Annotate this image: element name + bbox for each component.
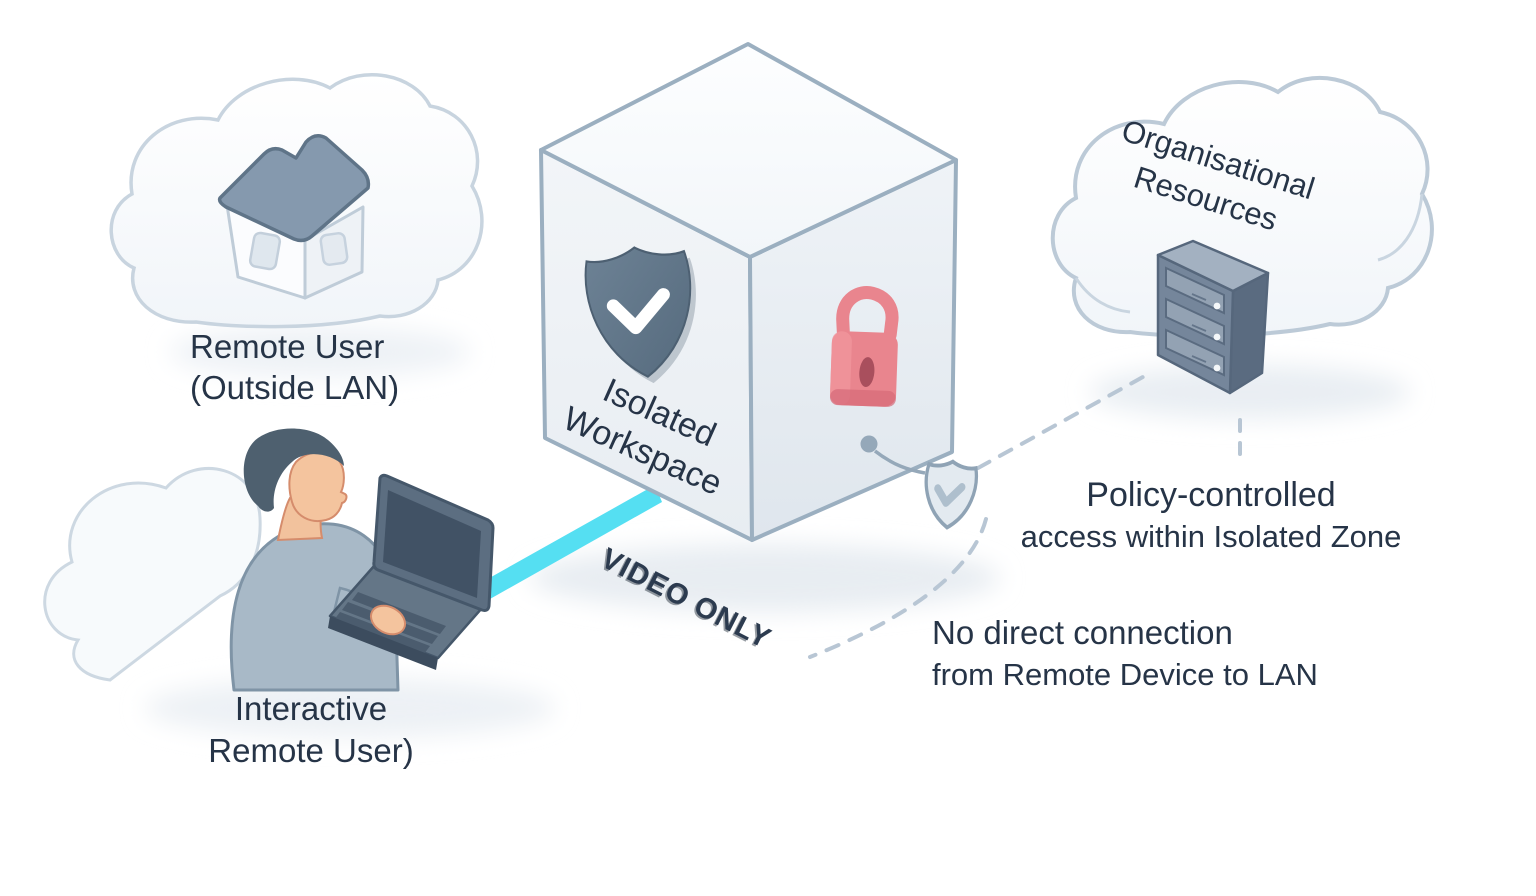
shield-check-badge-icon [920,457,980,532]
remote-user-line1: Remote User [190,328,385,365]
no-direct-line1: No direct connection [932,614,1233,651]
video-only-link-line [468,485,662,608]
padlock-highlight [830,331,852,406]
server-led [1213,364,1221,372]
server-slot-detail [1191,293,1207,363]
server-led [1213,302,1221,310]
server-rack-icon [1156,239,1270,395]
policy-connection [808,370,1242,659]
person-hair [243,428,344,512]
no-direct-line2: from Remote Device to LAN [932,657,1318,692]
interactive-line1: Interactive [234,690,388,727]
ground-shadows [145,326,1410,738]
padlock-shade [829,389,896,407]
padlock-shackle [836,286,899,342]
server-slot [1165,328,1225,377]
shield-checkmark [606,288,670,335]
cloud-depth-line [1377,193,1424,262]
laptop-key-row [334,612,430,654]
remote-user-node [109,73,484,329]
interactive-remote-user-label: Interactive Remote User) [151,688,471,772]
house-window-left [248,231,282,271]
no-direct-connection-label: No direct connection from Remote Device … [932,610,1318,694]
shield-check-icon [581,241,706,389]
person-at-laptop [229,428,400,692]
cloud-icon [1050,76,1434,338]
policy-access-label: Policy-controlled access within Isolated… [991,472,1431,556]
connector-dot [860,435,878,453]
house-roof [217,134,371,243]
remote-user-label: Remote User (Outside LAN) [190,326,399,408]
house-window-right [319,232,349,266]
cloud-depth-line [1074,277,1131,314]
cloud-behind-person [43,467,262,682]
shadow-left-cloud [170,326,470,378]
shadow-person [145,678,555,738]
policy-line1: Policy-controlled [1086,476,1336,514]
padlock-keyhole [859,357,875,388]
dashed-line-to-server [976,370,1154,470]
person-hand [369,604,407,636]
remote-user-line2: (Outside LAN) [190,369,400,406]
laptop-screen-display [383,490,481,598]
policy-line2: access within Isolated Zone [1020,519,1402,554]
server-slot [1165,266,1225,315]
person-face [288,451,348,522]
shadow-right-cloud [1090,365,1410,419]
server-slot [1165,297,1225,346]
laptop-icon [328,473,495,670]
interactive-line2: Remote User) [208,732,414,769]
house-icon [217,134,371,300]
padlock-icon [829,286,899,407]
laptop-front-edge [328,616,438,670]
cube-top-face [539,42,958,259]
server-led [1213,333,1221,341]
shadow-cube [530,544,1000,612]
organisational-resources-node [1050,76,1434,395]
isolated-workspace-cube [539,42,958,542]
connector-line [873,449,926,475]
badge-checkmark [934,482,966,507]
